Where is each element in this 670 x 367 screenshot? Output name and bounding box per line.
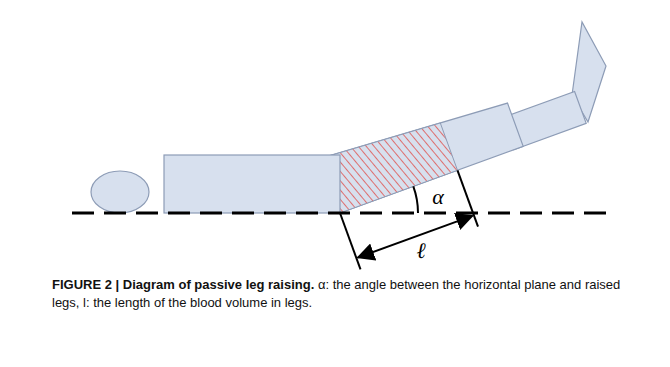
thigh-shape	[320, 103, 523, 213]
head-shape	[91, 171, 149, 213]
caption-heading: FIGURE 2 | Diagram of passive leg raisin…	[52, 277, 314, 292]
extension-line	[340, 213, 361, 269]
blood-volume-hatch	[320, 123, 457, 213]
length-dimension-arrow	[358, 216, 472, 258]
angle-arc	[413, 186, 418, 213]
angle-symbol: α	[432, 186, 444, 208]
length-symbol: ℓ	[416, 240, 425, 262]
torso-shape	[164, 155, 340, 213]
horizontal-plane	[72, 212, 612, 215]
figure-caption: FIGURE 2 | Diagram of passive leg raisin…	[52, 276, 622, 312]
